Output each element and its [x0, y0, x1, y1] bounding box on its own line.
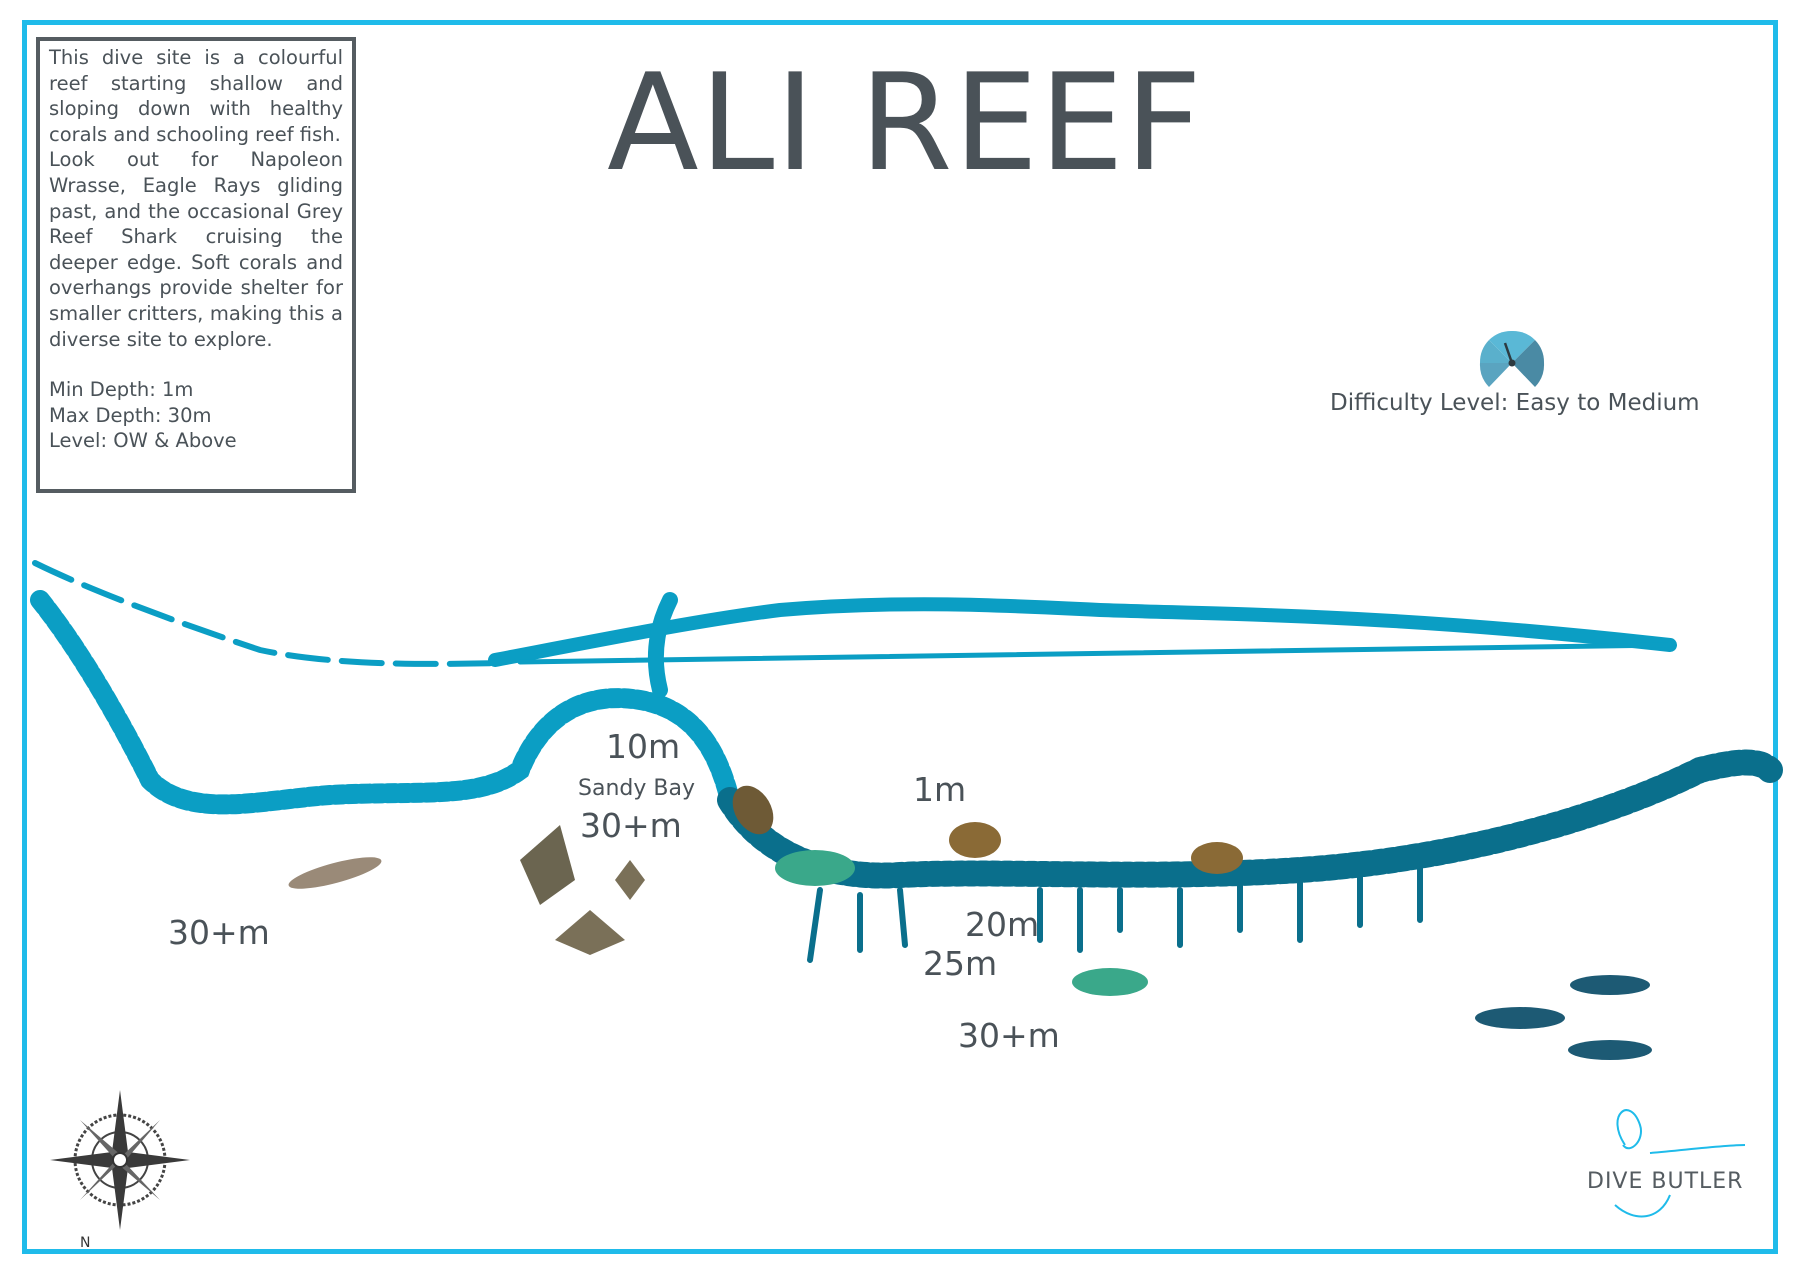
logo-mark-icon: [1614, 1109, 1746, 1218]
depth-label-left: 30+m: [168, 913, 270, 952]
compass-rose-icon: N: [50, 1090, 190, 1250]
dive-butler-logo: DIVE BUTLER: [1575, 1095, 1755, 1225]
compass-north-label: N: [80, 1235, 90, 1250]
depth-label-10m: 10m: [606, 727, 681, 766]
turtle-icon: [1191, 842, 1243, 874]
marine-life: [288, 785, 1652, 1060]
reef-outline: [30, 560, 1783, 963]
site-info-box: This dive site is a colourful reef start…: [36, 37, 356, 493]
min-depth: Min Depth: 1m: [49, 378, 194, 402]
eagle-ray-icon: [520, 825, 575, 905]
depth-label-20m: 20m: [965, 905, 1040, 944]
turtle-icon: [732, 785, 774, 835]
depth-label-25m: 25m: [923, 944, 998, 983]
sandy-bay-label: Sandy Bay: [578, 776, 695, 801]
shark-icon: [288, 857, 382, 889]
napoleon-wrasse-icon: [1072, 968, 1148, 996]
eagle-ray-icon: [615, 860, 645, 900]
depth-label-1m: 1m: [913, 770, 967, 809]
logo-text: DIVE BUTLER: [1587, 1169, 1744, 1194]
gauge-icon: [1479, 330, 1545, 387]
site-description: This dive site is a colourful reef start…: [49, 46, 343, 146]
site-highlights: Look out for Napoleon Wrasse, Eagle Rays…: [49, 148, 343, 351]
level: Level: OW & Above: [49, 429, 237, 453]
tuna-icon: [1475, 975, 1652, 1060]
depth-label-sandy-bay: 30+m: [580, 806, 682, 845]
map-frame: [22, 20, 1778, 1254]
max-depth: Max Depth: 30m: [49, 403, 212, 427]
eagle-ray-icon: [555, 910, 625, 955]
difficulty-label: Difficulty Level: Easy to Medium: [1330, 390, 1700, 416]
turtle-icon: [949, 822, 1001, 858]
depth-label-bottom: 30+m: [958, 1016, 1060, 1055]
page-title: ALI REEF: [607, 45, 1203, 201]
napoleon-wrasse-icon: [775, 850, 855, 886]
